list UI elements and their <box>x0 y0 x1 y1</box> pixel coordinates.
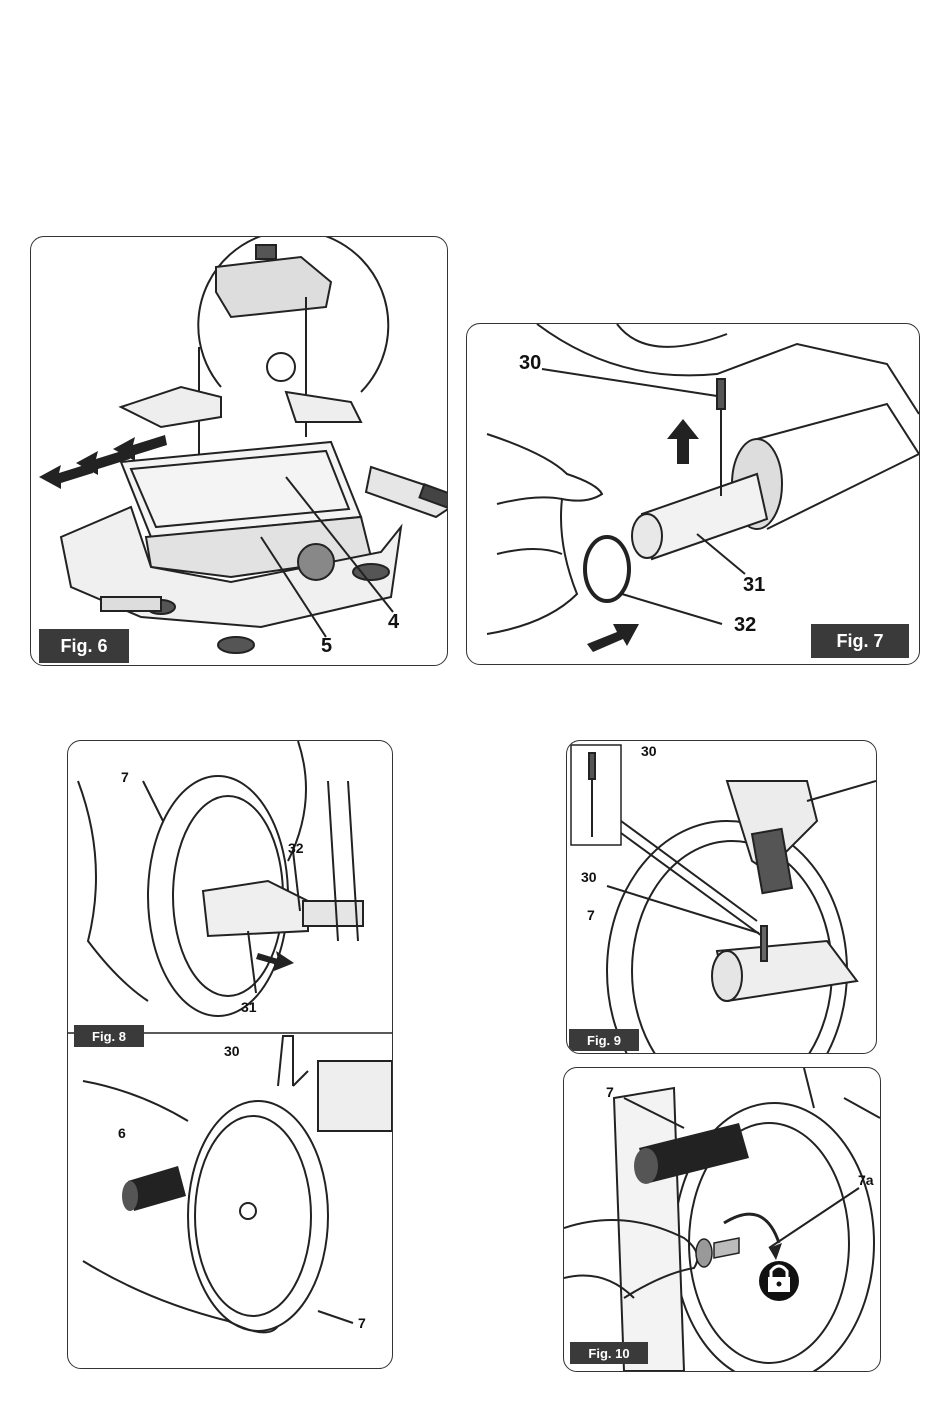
figure-9-label: Fig. 9 <box>569 1029 639 1051</box>
slicer-illustration <box>31 237 447 665</box>
callout-7a: 7a <box>858 1172 874 1188</box>
callout-32: 32 <box>734 614 756 637</box>
pin-insertion-illustration <box>567 741 876 1053</box>
callout-5: 5 <box>321 635 332 658</box>
callout-30: 30 <box>519 352 541 375</box>
callout-31: 31 <box>241 999 257 1015</box>
figure-10-label: Fig. 10 <box>570 1342 648 1364</box>
callout-30: 30 <box>224 1043 240 1059</box>
callout-32: 32 <box>288 840 304 856</box>
callout-7b: 7 <box>358 1315 366 1331</box>
figure-8-panel: 7 32 31 Fig. 8 30 6 7 <box>67 740 393 1369</box>
figure-6-panel: 4 5 Fig. 6 <box>30 236 448 666</box>
callout-4: 4 <box>388 611 399 634</box>
figure-10-panel: 7 7a Fig. 10 <box>563 1067 881 1372</box>
callout-31: 31 <box>743 574 765 597</box>
figure-8-label: Fig. 8 <box>74 1025 144 1047</box>
callout-7: 7 <box>606 1084 614 1100</box>
figure-6-label: Fig. 6 <box>39 629 129 663</box>
callout-30-inset: 30 <box>641 743 657 759</box>
spindle-illustration <box>467 324 919 664</box>
callout-6: 6 <box>118 1125 126 1141</box>
figure-9-panel: 30 30 7 Fig. 9 <box>566 740 877 1054</box>
callout-30: 30 <box>581 869 597 885</box>
callout-7: 7 <box>121 769 129 785</box>
figure-7-label: Fig. 7 <box>811 624 909 658</box>
handle-locking-illustration <box>564 1068 880 1371</box>
callout-7: 7 <box>587 907 595 923</box>
figure-7-panel: 30 31 32 Fig. 7 <box>466 323 920 665</box>
